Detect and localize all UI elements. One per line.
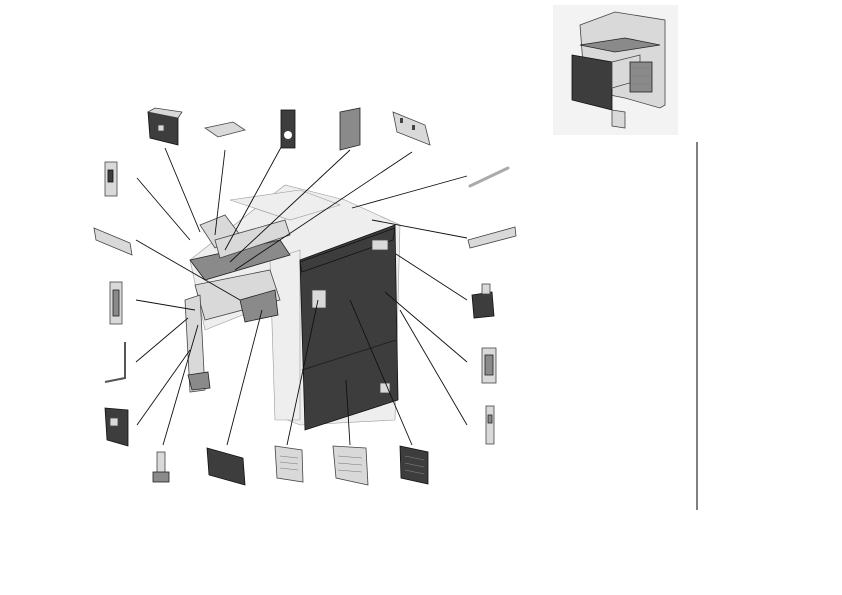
- leader-line: [214, 149, 226, 236]
- part-round-cover: [280, 109, 296, 149]
- part-right-rail: [467, 226, 517, 249]
- part-left-bracket-1: [104, 161, 118, 197]
- part-filter-grill-1: [274, 445, 304, 483]
- part-top-cover-left: [146, 107, 183, 146]
- leader-line: [399, 309, 468, 426]
- part-filter-grill-3: [399, 445, 429, 485]
- leader-line: [164, 147, 201, 233]
- part-bottom-panel-dark: [206, 447, 246, 486]
- leader-line: [135, 317, 189, 363]
- leader-line: [395, 253, 468, 301]
- leader-line: [234, 151, 413, 271]
- leader-line: [224, 139, 286, 251]
- part-right-bracket-3: [485, 405, 495, 445]
- leader-line: [135, 239, 241, 301]
- part-top-bracket: [392, 111, 431, 146]
- leader-lines: [135, 139, 468, 446]
- inset-overview-image: [553, 5, 678, 135]
- leader-line: [136, 177, 191, 241]
- leader-line: [135, 299, 196, 311]
- leader-line: [349, 299, 413, 446]
- leader-line: [229, 149, 351, 263]
- leader-line: [351, 175, 468, 209]
- part-flat-panel: [339, 107, 361, 151]
- part-long-bar: [468, 166, 510, 188]
- leader-line: [384, 291, 468, 363]
- main-assembly: [184, 184, 401, 431]
- part-left-rod: [104, 342, 126, 383]
- leader-line: [345, 379, 351, 446]
- part-left-cover: [104, 407, 129, 447]
- part-left-bracket-2: [109, 281, 123, 325]
- part-bottom-bracket: [152, 451, 170, 483]
- part-left-rail: [93, 227, 133, 256]
- leader-line: [226, 309, 263, 446]
- leader-line: [136, 349, 191, 426]
- part-filter-grill-2: [332, 445, 369, 486]
- leader-line: [371, 219, 468, 239]
- part-right-bracket-1: [471, 283, 495, 319]
- leader-line: [162, 324, 199, 446]
- part-tray-plate: [204, 121, 246, 138]
- part-right-bracket-2: [481, 347, 497, 384]
- leader-line: [286, 299, 319, 446]
